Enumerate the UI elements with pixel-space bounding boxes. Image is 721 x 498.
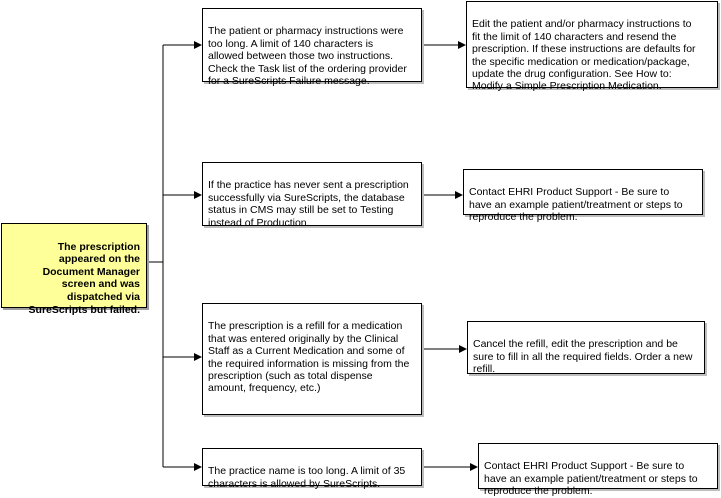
cause-box-2: If the practice has never sent a prescri…: [202, 162, 422, 229]
resolution-box-2: Contact EHRI Product Support - Be sure t…: [463, 169, 703, 223]
resolution-text-1: Edit the patient and/or pharmacy instruc…: [472, 18, 696, 93]
cause-text-4: The practice name is too long. A limit o…: [208, 465, 406, 490]
resolution-box-3: Cancel the refill, edit the prescription…: [467, 321, 705, 376]
cause-text-3: The prescription is a refill for a medic…: [208, 320, 410, 395]
root-problem-box: The prescription appeared on the Documen…: [1, 223, 147, 316]
cause-box-4: The practice name is too long. A limit o…: [202, 448, 422, 490]
resolution-text-3: Cancel the refill, edit the prescription…: [473, 338, 693, 376]
root-problem-text: The prescription appeared on the Documen…: [28, 240, 140, 316]
cause-box-3: The prescription is a refill for a medic…: [202, 303, 422, 415]
cause-text-1: The patient or pharmacy instructions wer…: [208, 25, 407, 88]
resolution-text-2: Contact EHRI Product Support - Be sure t…: [469, 186, 683, 224]
cause-text-2: If the practice has never sent a prescri…: [208, 179, 409, 229]
resolution-box-1: Edit the patient and/or pharmacy instruc…: [466, 1, 718, 92]
cause-box-1: The patient or pharmacy instructions wer…: [202, 8, 422, 87]
resolution-box-4: Contact EHRI Product Support - Be sure t…: [478, 443, 718, 497]
